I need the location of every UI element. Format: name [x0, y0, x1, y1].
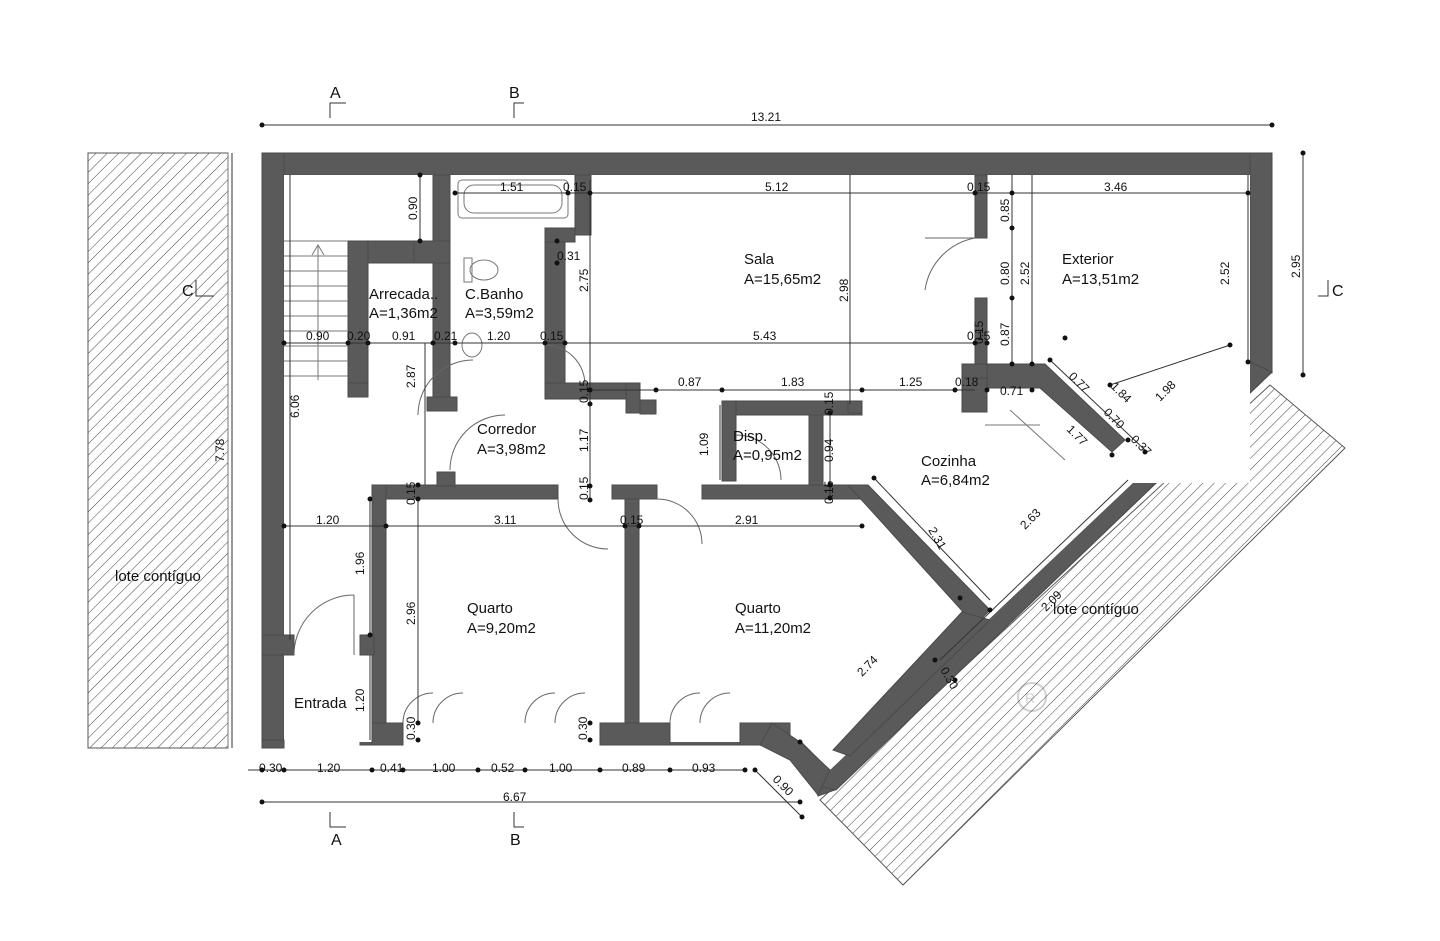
- dim-087h: 0.87: [678, 375, 702, 389]
- dim-252b: 2.52: [1218, 261, 1232, 285]
- room-cozinha-name: Cozinha: [921, 453, 977, 470]
- dim-091: 0.91: [392, 329, 416, 343]
- dim-512: 5.12: [765, 180, 789, 194]
- room-quarto1-area: A=9,20m2: [467, 620, 536, 637]
- dim-120b: 1.20: [316, 513, 340, 527]
- dim-196: 1.96: [353, 551, 367, 575]
- dim-287: 2.87: [404, 364, 418, 388]
- dim-120c: 1.20: [353, 688, 367, 712]
- dim-015a: 0.15: [563, 180, 587, 194]
- section-mark-a-top: A: [330, 85, 341, 102]
- dim-b030: 0.30: [259, 761, 283, 775]
- room-quarto2-name: Quarto: [735, 600, 781, 617]
- dim-b093: 0.93: [692, 761, 716, 775]
- dim-020: 0.20: [347, 329, 371, 343]
- room-banho-name: C.Banho: [465, 286, 523, 303]
- dim-346: 3.46: [1104, 180, 1128, 194]
- section-mark-b-top: B: [509, 85, 520, 102]
- dim-015c: 0.15: [540, 329, 564, 343]
- dim-030b: 0.30: [576, 716, 590, 740]
- dim-b100b: 1.00: [549, 761, 573, 775]
- dim-298: 2.98: [837, 278, 851, 302]
- room-exterior-name: Exterior: [1062, 251, 1114, 268]
- dim-015f: 0.15: [822, 391, 836, 415]
- wall-segments: [261, 152, 1273, 796]
- dim-087v: 0.87: [998, 322, 1012, 346]
- doors: [293, 237, 1066, 724]
- section-mark-b-bottom: B: [510, 832, 521, 849]
- dim-b041: 0.41: [380, 761, 404, 775]
- dimension-dots: [259, 172, 1251, 820]
- section-markers: [195, 102, 1329, 828]
- stairs: [284, 240, 372, 527]
- dim-total-width: 13.21: [751, 110, 781, 124]
- room-exterior-area: A=13,51m2: [1062, 271, 1139, 288]
- section-mark-c-right: C: [1332, 283, 1344, 300]
- dim-252a: 2.52: [1018, 261, 1032, 285]
- dim-bottom-total: 6.67: [503, 790, 527, 804]
- room-disp-area: A=0,95m2: [733, 447, 802, 464]
- room-entrada-name: Entrada: [294, 695, 347, 712]
- sink-icon: [461, 332, 483, 358]
- room-corredor-name: Corredor: [477, 421, 536, 438]
- dim-left-height: 7.78: [213, 438, 227, 462]
- dim-015i: 0.15: [404, 481, 418, 505]
- dim-b052: 0.52: [491, 761, 515, 775]
- room-sala-name: Sala: [744, 251, 775, 268]
- dim-015k: 0.15: [620, 513, 644, 527]
- dim-094: 0.94: [822, 438, 836, 462]
- section-mark-a-bottom: A: [331, 832, 342, 849]
- dim-right-height: 2.95: [1289, 254, 1303, 278]
- section-mark-c-left: C: [182, 283, 194, 300]
- left-lot-label: lote contíguo: [115, 568, 201, 585]
- right-lot-label: lote contíguo: [1053, 601, 1139, 618]
- dim-090h: 0.90: [306, 329, 330, 343]
- dim-b090: 0.90: [770, 772, 797, 799]
- dim-085: 0.85: [998, 198, 1012, 222]
- dim-stair-height: 6.06: [288, 394, 302, 418]
- dim-015g: 0.15: [577, 476, 591, 500]
- dim-296: 2.96: [404, 601, 418, 625]
- dim-031: 0.31: [557, 249, 581, 263]
- room-cozinha-area: A=6,84m2: [921, 472, 990, 489]
- dim-021: 0.21: [434, 329, 458, 343]
- room-disp-name: Disp.: [733, 428, 767, 445]
- dim-018: 0.18: [955, 375, 979, 389]
- room-sala-area: A=15,65m2: [744, 271, 821, 288]
- dim-117: 1.17: [577, 428, 591, 452]
- room-arrecadacao-name: Arrecada..: [369, 286, 438, 303]
- dim-090v: 0.90: [406, 196, 420, 220]
- dim-b089: 0.89: [622, 761, 646, 775]
- dim-015h: 0.15: [822, 480, 836, 504]
- dim-015b: 0.15: [967, 180, 991, 194]
- toilet-icon: [463, 257, 499, 283]
- dim-015d: 0.15: [967, 329, 991, 343]
- dim-291: 2.91: [735, 513, 759, 527]
- dim-071: 0.71: [1000, 384, 1024, 398]
- dim-015e: 0.15: [577, 379, 591, 403]
- dim-030a: 0.30: [404, 716, 418, 740]
- left-lot-hatch: [87, 152, 229, 749]
- dim-311: 3.11: [494, 513, 517, 527]
- dim-b100a: 1.00: [432, 761, 456, 775]
- dim-b120: 1.20: [317, 761, 341, 775]
- dim-109: 1.09: [697, 432, 711, 456]
- room-corredor-area: A=3,98m2: [477, 441, 546, 458]
- dim-543: 5.43: [753, 329, 777, 343]
- dim-183: 1.83: [781, 375, 805, 389]
- dim-015j: 0.15: [972, 320, 986, 344]
- dim-275: 2.75: [577, 268, 591, 292]
- room-banho-area: A=3,59m2: [465, 305, 534, 322]
- bathtub-icon: [457, 179, 569, 219]
- dim-151: 1.51: [500, 180, 524, 194]
- room-arrecadacao-area: A=1,36m2: [369, 305, 438, 322]
- dim-080: 0.80: [998, 261, 1012, 285]
- dim-120a: 1.20: [487, 329, 511, 343]
- dim-125: 1.25: [899, 375, 923, 389]
- room-quarto2-area: A=11,20m2: [735, 620, 811, 637]
- room-quarto1-name: Quarto: [467, 600, 513, 617]
